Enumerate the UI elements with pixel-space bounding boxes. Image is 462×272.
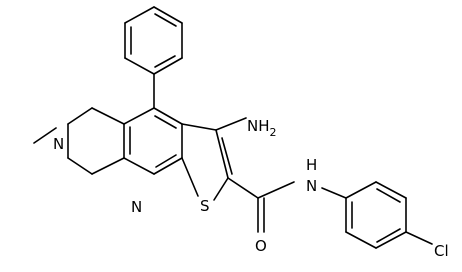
amide-group (227, 177, 295, 233)
tetrahydropyridine-ring (67, 107, 125, 175)
amino-bond (215, 117, 247, 131)
amino-label: NH2 (247, 117, 277, 139)
pyridine-nitrogen-label: N (131, 198, 142, 216)
chlorophenyl-ring (345, 181, 407, 249)
chlorine-label: Cl (434, 242, 449, 260)
methyl-bond (33, 127, 57, 144)
amide-oxygen-label: O (255, 237, 267, 255)
phenyl-ring (124, 6, 183, 75)
thiophene-ring (181, 123, 233, 201)
methyl-nitrogen-label: N (53, 135, 64, 153)
chloro-bond (405, 231, 433, 245)
thiophene-sulfur-label: S (200, 197, 210, 215)
amide-nitrogen-label: N (306, 177, 317, 195)
atom-labels: NH2 N N S O H N Cl (52, 117, 449, 260)
pyridine-ring (123, 107, 183, 175)
amide-hydrogen-label: H (306, 156, 317, 174)
aryl-link-bond (321, 187, 347, 199)
